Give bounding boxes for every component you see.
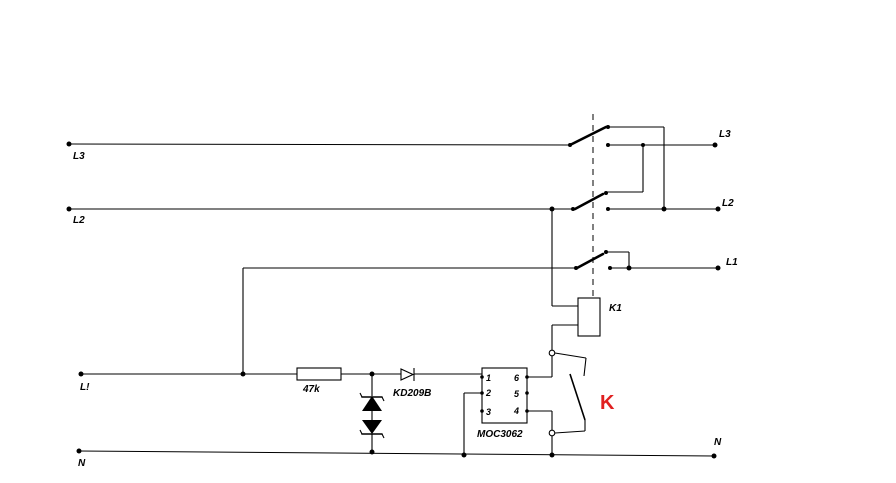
label-left-l2: L2 bbox=[73, 215, 85, 226]
l-supply-line bbox=[78, 268, 482, 381]
opto-pin-2: 2 bbox=[485, 388, 491, 398]
label-left-l1: L! bbox=[80, 382, 90, 393]
label-left-n: N bbox=[78, 458, 86, 469]
optocoupler-moc3062 bbox=[463, 353, 553, 455]
l1-line bbox=[243, 250, 721, 271]
n-line bbox=[76, 448, 717, 459]
opto-pin-5: 5 bbox=[514, 389, 520, 399]
label-switch: K bbox=[600, 392, 615, 414]
label-right-l3: L3 bbox=[719, 129, 731, 140]
opto-pin-4: 4 bbox=[513, 406, 519, 416]
switch-k bbox=[548, 349, 587, 437]
diode-kd209b bbox=[400, 368, 415, 381]
label-right-n: N bbox=[714, 437, 722, 448]
label-right-l1: L1 bbox=[726, 257, 738, 268]
opto-pin-3: 3 bbox=[486, 407, 491, 417]
relay-coil-k1 bbox=[551, 209, 601, 353]
l1-right-terminal bbox=[715, 265, 721, 271]
l1-contact-blade bbox=[575, 252, 605, 270]
l2-right-terminal bbox=[715, 206, 721, 212]
opto-pin-6: 6 bbox=[514, 373, 520, 383]
l3-contact-blade bbox=[568, 125, 608, 147]
l2-line bbox=[66, 191, 721, 212]
label-resistor: 47k bbox=[302, 384, 320, 395]
l2-contact-blade bbox=[573, 192, 605, 211]
l3-line bbox=[66, 125, 718, 209]
label-left-l3: L3 bbox=[73, 151, 85, 162]
n-right-terminal bbox=[711, 453, 717, 459]
tvs-diode bbox=[359, 374, 385, 452]
label-diode: KD209B bbox=[393, 388, 431, 399]
resistor-47k bbox=[296, 367, 342, 381]
l3-right-terminal bbox=[712, 142, 718, 148]
label-right-l2: L2 bbox=[722, 198, 734, 209]
label-relay-coil: K1 bbox=[609, 303, 622, 314]
label-optocoupler: MOC3062 bbox=[477, 429, 523, 440]
opto-pin-1: 1 bbox=[486, 373, 491, 383]
